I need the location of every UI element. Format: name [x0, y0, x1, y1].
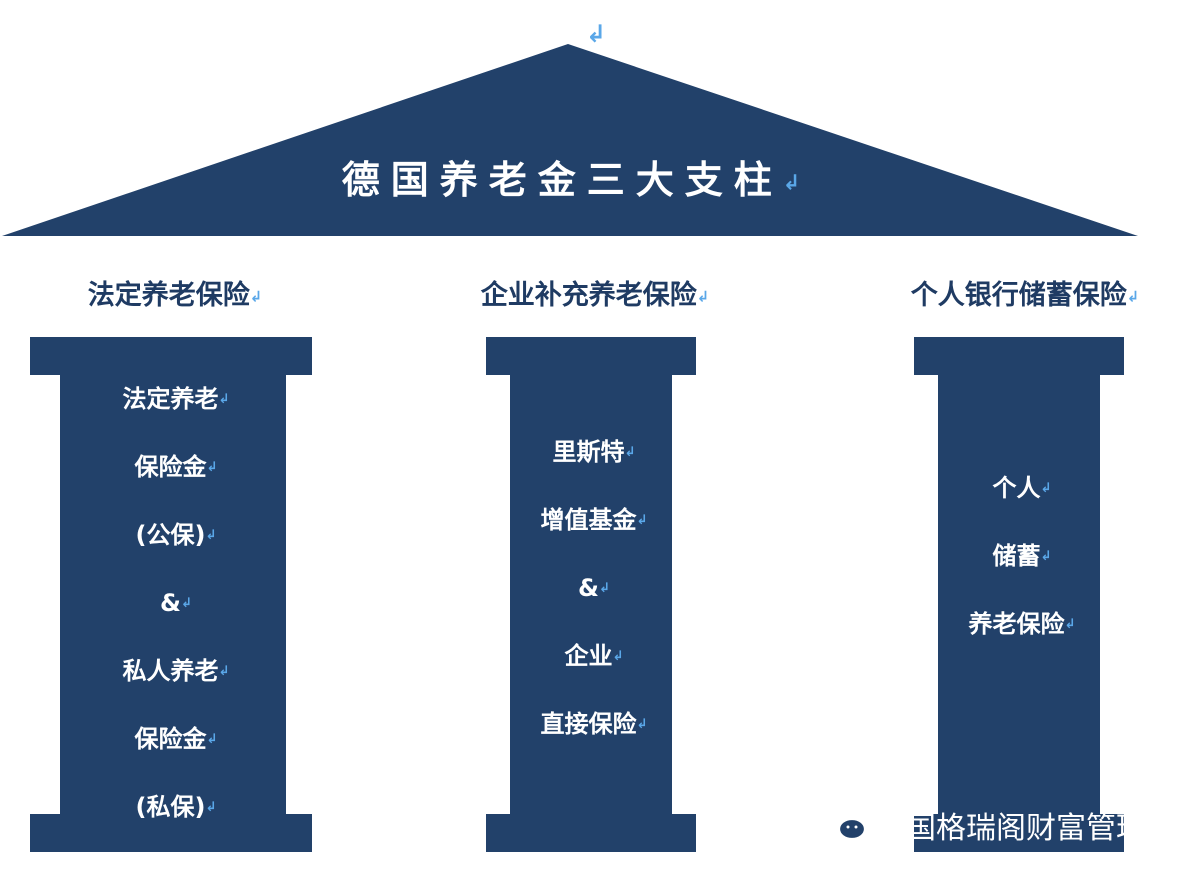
pillar-title-statutory: 法定养老保险↲: [40, 276, 310, 317]
pillar-line: &↲: [60, 569, 292, 637]
pillar-line: 私人养老↲: [60, 637, 292, 705]
pillar-line-text: (公保): [135, 521, 206, 549]
pillar-base: [30, 814, 312, 852]
pillar-line-text: 直接保险: [540, 710, 637, 738]
paragraph-mark-icon: ↲: [696, 287, 710, 306]
paragraph-mark-icon: ↲: [586, 20, 607, 48]
wechat-icon: [822, 808, 867, 841]
pillar-line: 保险金↲: [60, 705, 292, 773]
pillar-shaft: [60, 370, 286, 820]
pillar-content-occupational: 里斯特↲ 增值基金↲ &↲ 企业↲ 直接保险↲: [486, 418, 702, 758]
paragraph-mark-icon: ↲: [782, 170, 801, 195]
pillar-line: 养老保险↲: [914, 590, 1130, 658]
paragraph-mark-icon: ↲: [1064, 617, 1076, 632]
pillar-title-text: 个人银行储蓄保险: [910, 280, 1127, 311]
pillar-title-text: 企业补充养老保险: [480, 280, 697, 311]
pillar-title-text: 法定养老保险: [87, 280, 250, 311]
pillar-line: (公保)↲: [60, 501, 292, 569]
paragraph-mark-icon: ↲: [218, 664, 230, 679]
pillar-base: [914, 814, 1124, 852]
roof-title-text: 德国养老金三大支柱: [341, 158, 783, 202]
watermark-text: 德国格瑞阁财富管理: [876, 811, 1146, 846]
pillar-line-text: 个人: [992, 474, 1041, 502]
paragraph-mark-icon: ↲: [1040, 549, 1052, 564]
pillar-cap: [30, 337, 312, 375]
pillar-line: 个人↲: [914, 454, 1130, 522]
pillar-cap: [486, 337, 696, 375]
pillar-content-statutory: 法定养老↲ 保险金↲ (公保)↲ &↲ 私人养老↲ 保险金↲ (私保)↲: [60, 365, 292, 841]
roof-triangle: [2, 44, 1138, 236]
paragraph-mark-icon: ↲: [180, 596, 192, 611]
paragraph-mark-icon: ↲: [1040, 481, 1052, 496]
pillar-shaft: [510, 370, 672, 820]
pillar-content-private: 个人↲ 储蓄↲ 养老保险↲: [914, 454, 1130, 658]
paragraph-mark-icon: ↲: [636, 513, 648, 528]
pillar-line-text: 保险金: [134, 453, 207, 481]
watermark: 德国格瑞阁财富管理: [822, 803, 1146, 847]
pillar-line-text: (私保): [135, 793, 206, 821]
pillar-base: [486, 814, 696, 852]
pillar-title-private: 个人银行储蓄保险↲: [880, 276, 1170, 317]
pillar-shaft: [938, 370, 1100, 820]
paragraph-mark-icon: ↲: [636, 717, 648, 732]
pillar-line: 保险金↲: [60, 433, 292, 501]
pillar-line: 储蓄↲: [914, 522, 1130, 590]
paragraph-mark-icon: ↲: [624, 445, 636, 460]
paragraph-mark-icon: ↲: [205, 528, 217, 543]
pillar-line-text: 里斯特: [552, 438, 625, 466]
pillar-line: &↲: [486, 554, 702, 622]
pillar-line-text: 养老保险: [968, 610, 1065, 638]
pillar-line: 里斯特↲: [486, 418, 702, 486]
pillar-line-text: 法定养老: [122, 385, 219, 413]
pillar-line-text: 保险金: [134, 725, 207, 753]
pillar-line-text: &: [160, 589, 181, 617]
pillar-title-occupational: 企业补充养老保险↲: [440, 276, 750, 317]
diagram-title: 德国养老金三大支柱↲: [0, 155, 1142, 208]
paragraph-mark-icon: ↲: [612, 649, 624, 664]
paragraph-mark-icon: ↲: [249, 287, 263, 306]
paragraph-mark-icon: ↲: [598, 581, 610, 596]
pillar-line: 法定养老↲: [60, 365, 292, 433]
pillar-line: 增值基金↲: [486, 486, 702, 554]
pillar-line: 企业↲: [486, 622, 702, 690]
pillar-line-text: 增值基金: [540, 506, 637, 534]
pillar-cap: [914, 337, 1124, 375]
paragraph-mark-icon: ↲: [218, 392, 230, 407]
paragraph-mark-icon: ↲: [205, 800, 217, 815]
paragraph-mark-icon: ↲: [206, 460, 218, 475]
pillar-line-text: 储蓄: [992, 542, 1041, 570]
pillar-line-text: &: [578, 574, 599, 602]
paragraph-mark-icon: ↲: [1126, 287, 1140, 306]
paragraph-mark-icon: ↲: [206, 732, 218, 747]
pillar-line: (私保)↲: [60, 773, 292, 841]
pillar-line-text: 私人养老: [122, 657, 219, 685]
pillar-line: 直接保险↲: [486, 690, 702, 758]
pillar-line-text: 企业: [564, 642, 613, 670]
